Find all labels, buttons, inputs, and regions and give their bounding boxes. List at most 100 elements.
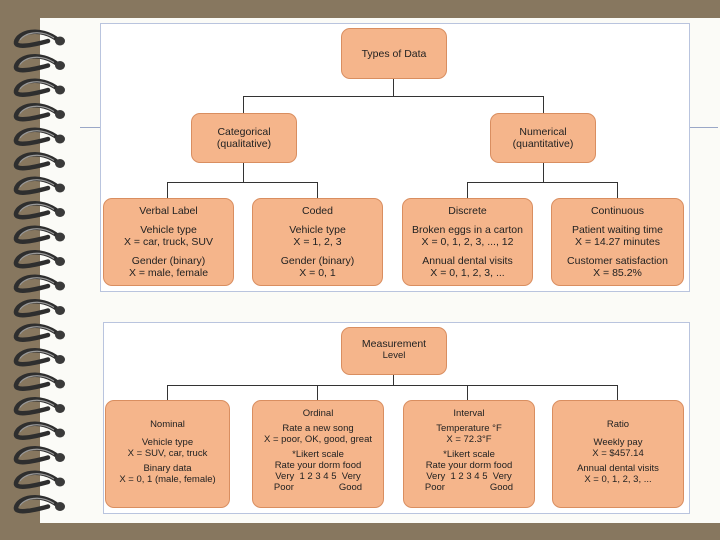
coded-box: Coded Vehicle type X = 1, 2, 3 Gender (b… [252,198,383,286]
binding-ring [13,421,61,440]
leaf-line: X = 0, 1 [299,267,336,279]
binding-ring-highlight [19,130,55,139]
leaf-line: Gender (binary) [131,255,206,267]
leaf-title: Ratio [606,419,630,430]
binding-ring-highlight [19,203,55,212]
leaf-title: Verbal Label [139,205,198,217]
page-rule-right [688,127,718,128]
categorical-box: Categorical (qualitative) [191,113,297,163]
leaf-line: X = 85.2% [593,267,642,279]
leaf-line: Rate a new song [282,423,354,434]
leaf-line: Poor Good [273,482,363,493]
leaf-line: Gender (binary) [280,255,355,267]
binding-ring [13,495,61,514]
binding-ring [13,176,61,195]
binding-ring [13,274,61,293]
leaf-title: Ordinal [302,408,334,419]
binding-hole [55,477,65,487]
leaf-line: Very 1 2 3 4 5 Very [275,471,361,482]
binding-hole [55,85,65,95]
binding-hole [55,330,65,340]
leaf-line: X = 0, 1, 2, 3, ... [584,474,652,485]
leaf-line: Rate your dorm food [274,460,362,471]
binding-hole [55,257,65,266]
leaf-line: *Likert scale [292,449,344,460]
binding-ring [13,446,61,465]
binding-ring-highlight [19,350,55,359]
categorical-sublabel: (qualitative) [216,138,272,150]
binding-ring-highlight [19,179,55,188]
leaf-line: Patient waiting time [571,224,664,236]
categorical-label: Categorical [217,126,271,138]
connector [243,96,244,113]
leaf-line: Annual dental visits [422,255,513,267]
ratio-box: Ratio Weekly pay X = $457.14 Annual dent… [552,400,684,508]
binding-ring [13,470,61,489]
numerical-box: Numerical (quantitative) [490,113,596,163]
page-rule-left [80,127,102,128]
connector [167,182,168,198]
leaf-line: X = 0, 1, 2, 3, ..., 12 [421,236,514,248]
connector [617,385,618,400]
binding-ring-highlight [19,399,55,408]
binding-ring-highlight [19,277,55,286]
binding-ring [13,299,61,318]
connector [467,182,618,183]
leaf-line: X = SUV, car, truck [127,448,208,459]
binding-ring [13,103,61,122]
leaf-line: Customer satisfaction [567,255,668,267]
binding-ring-highlight [19,252,55,261]
leaf-line: Binary data [143,463,192,474]
binding-ring [13,152,61,171]
connector [543,96,544,113]
connector [617,182,618,198]
leaf-line: *Likert scale [443,449,495,460]
leaf-line: X = male, female [128,267,209,279]
binding-ring-highlight [19,375,55,384]
binding-ring [13,348,61,367]
nominal-box: Nominal Vehicle type X = SUV, car, truck… [105,400,230,508]
leaf-line: Vehicle type [289,224,346,236]
binding-ring-highlight [19,424,55,433]
binding-ring [13,397,61,416]
root-line: Measurement [361,338,427,350]
leaf-line: Annual dental visits [577,463,659,474]
leaf-line: X = 0, 1 (male, female) [119,474,216,485]
discrete-box: Discrete Broken eggs in a carton X = 0, … [402,198,533,286]
binding-ring-highlight [19,326,55,335]
ordinal-box: Ordinal Rate a new song X = poor, OK, go… [252,400,384,508]
leaf-line: X = car, truck, SUV [124,236,213,248]
binding-hole [55,232,65,242]
leaf-line: Poor Good [424,482,514,493]
root-label: Types of Data [361,48,427,60]
leaf-line: Temperature °F [436,423,502,434]
leaf-title: Interval [453,408,485,419]
binding-hole [55,502,65,511]
binding-hole [55,379,65,389]
binding-hole [55,159,65,168]
binding-hole [55,61,65,70]
binding-ring-highlight [19,81,55,90]
verbal-label-box: Verbal Label Vehicle type X = car, truck… [103,198,234,286]
connector [467,182,468,198]
leaf-line: X = $457.14 [592,448,644,459]
spiral-binding [13,29,65,514]
binding-ring-highlight [19,473,55,482]
binding-hole [55,36,65,46]
binding-ring-highlight [19,56,55,65]
binding-ring-highlight [19,32,55,41]
connector [243,96,544,97]
binding-ring [13,201,61,220]
root-line: Level [382,350,406,361]
connector [543,163,544,182]
binding-ring-highlight [19,154,55,163]
leaf-line: X = 14.27 minutes [575,236,660,248]
binding-ring [13,29,61,48]
binding-ring [13,225,61,244]
leaf-title: Nominal [150,419,185,430]
leaf-line: X = 72.3°F [446,434,492,445]
leaf-line: Weekly pay [593,437,643,448]
binding-hole [55,428,65,438]
connector [317,182,318,198]
leaf-line: Broken eggs in a carton [412,224,523,236]
